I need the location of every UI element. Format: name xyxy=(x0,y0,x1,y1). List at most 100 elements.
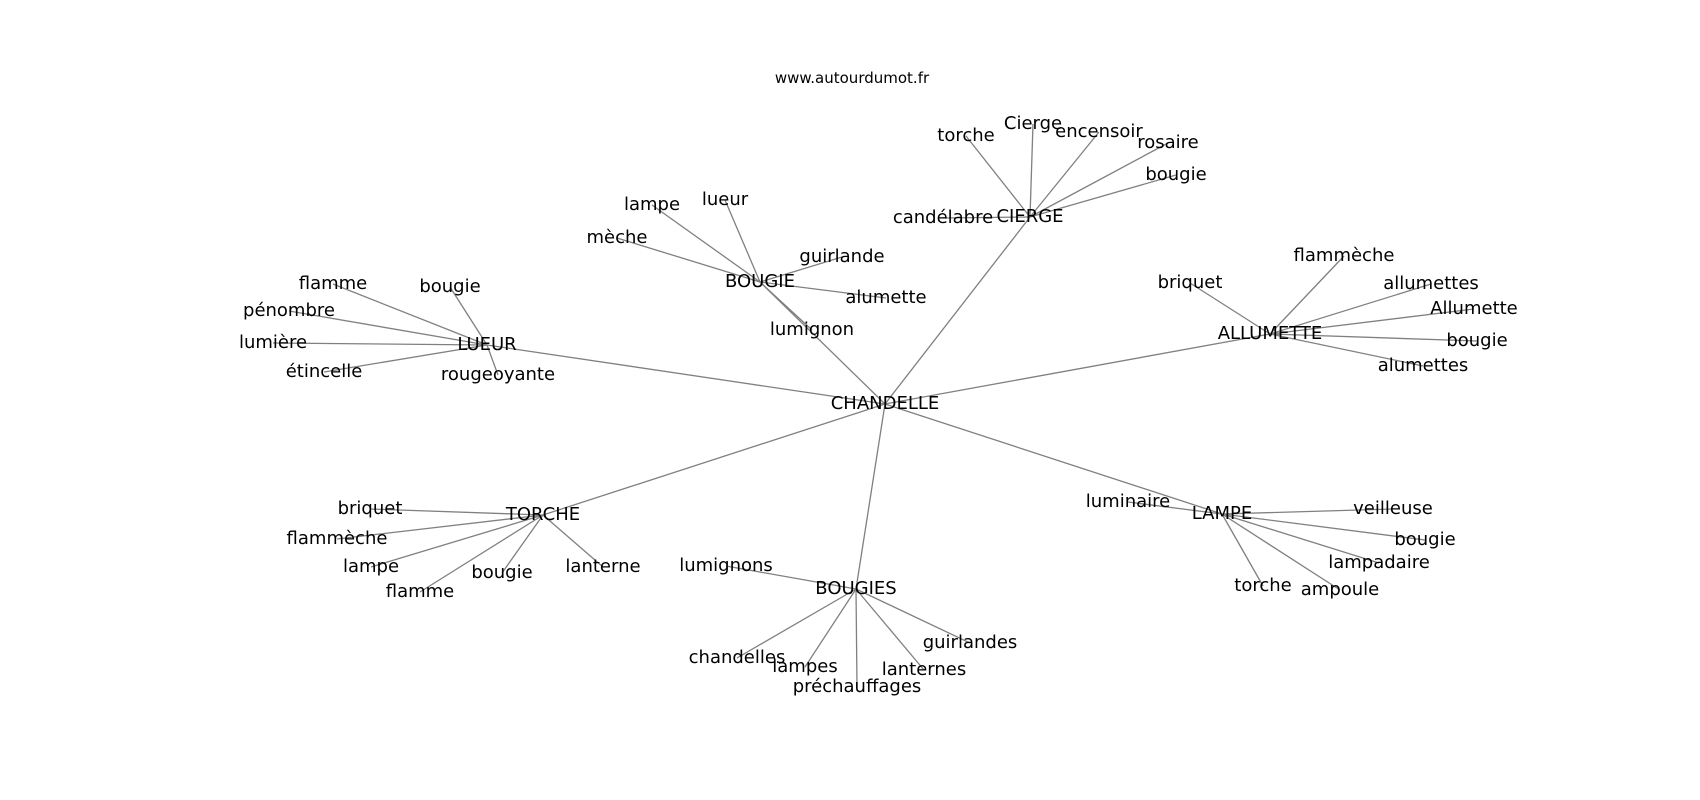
leaf-node: rougeoyante xyxy=(441,364,555,385)
leaf-node: briquet xyxy=(1158,272,1223,293)
edge-lueur-leaf xyxy=(288,310,488,346)
edge-bougies-leaf xyxy=(725,565,857,590)
leaf-node: flamme xyxy=(299,273,368,294)
edge-cierge-leaf xyxy=(1029,174,1177,218)
edge-center-to-allumette xyxy=(884,333,1271,405)
leaf-node: encensoir xyxy=(1055,121,1143,142)
edge-cierge-leaf xyxy=(965,135,1031,218)
leaf-node: guirlandes xyxy=(923,632,1018,653)
leaf-node: lanternes xyxy=(882,659,967,680)
hub-node: ALLUMETTE xyxy=(1218,323,1323,344)
leaf-node: bougie xyxy=(419,276,480,297)
edge-torche-leaf xyxy=(419,514,544,593)
edge-bougie-leaf xyxy=(724,199,761,283)
leaf-node: lampe xyxy=(343,556,399,577)
leaf-node: lanterne xyxy=(565,556,640,577)
edge-lampe-leaf xyxy=(1221,513,1426,541)
edge-bougie-leaf xyxy=(759,281,813,331)
leaf-node: lumignons xyxy=(679,555,773,576)
edge-bougie-leaf xyxy=(759,256,843,283)
edge-torche-leaf xyxy=(370,514,544,568)
graph-labels: CHANDELLE BOUGIE lampe lueur mèche guirlande a… xyxy=(239,113,1518,697)
edge-bougies-leaf xyxy=(804,588,857,668)
leaf-node: lumignon xyxy=(770,319,854,340)
leaf-node: bougie xyxy=(471,562,532,583)
edge-allumette-leaf xyxy=(1269,333,1478,342)
leaf-node: lampadaire xyxy=(1328,552,1430,573)
hub-node: LAMPE xyxy=(1192,503,1253,524)
leaf-node: torche xyxy=(937,125,994,146)
leaf-node: bougie xyxy=(1446,330,1507,351)
leaf-node: bougie xyxy=(1145,164,1206,185)
edge-bougies-leaf xyxy=(855,588,971,644)
edge-center-to-lueur xyxy=(486,344,886,405)
edge-allumette-leaf xyxy=(1269,333,1424,367)
edge-center-to-cierge xyxy=(884,216,1031,405)
edge-cierge-leaf xyxy=(1029,131,1100,218)
leaf-node: préchauffages xyxy=(793,676,922,697)
leaf-node: alumette xyxy=(845,287,926,308)
leaf-node: bougie xyxy=(1394,529,1455,550)
edge-center-to-lampe xyxy=(884,403,1223,515)
leaf-node: Cierge xyxy=(1004,113,1062,134)
edge-bougie-leaf xyxy=(616,237,761,283)
source-url: www.autourdumot.fr xyxy=(775,69,930,87)
leaf-node: flamme xyxy=(386,581,455,602)
edge-torche-leaf xyxy=(501,514,544,574)
leaf-node: allumettes xyxy=(1383,273,1479,294)
edge-center-to-bougie xyxy=(759,281,886,405)
edge-cierge-leaf xyxy=(942,216,1031,219)
edge-lueur-leaf xyxy=(323,344,488,373)
leaf-node: étincelle xyxy=(286,361,363,382)
leaf-node: ampoule xyxy=(1301,579,1380,600)
edge-lampe-leaf xyxy=(1221,513,1264,587)
edge-allumette-leaf xyxy=(1269,255,1345,335)
edge-torche-leaf xyxy=(369,508,544,516)
edge-torche-leaf xyxy=(336,514,544,540)
edge-lampe-leaf xyxy=(1221,513,1380,564)
leaf-node: luminaire xyxy=(1086,491,1170,512)
leaf-node: rosaire xyxy=(1137,132,1199,153)
leaf-node: lueur xyxy=(702,189,749,210)
edge-lueur-leaf xyxy=(272,342,488,346)
edge-bougies-leaf xyxy=(855,588,858,688)
leaf-node: chandelles xyxy=(689,647,786,668)
edge-cierge-leaf xyxy=(1029,142,1169,218)
center-node: CHANDELLE xyxy=(831,393,940,414)
leaf-node: pénombre xyxy=(243,300,335,321)
edge-allumette-leaf xyxy=(1269,283,1432,335)
leaf-node: candélabre xyxy=(893,207,993,228)
hub-node: LUEUR xyxy=(457,334,516,355)
edge-lueur-leaf xyxy=(486,344,499,376)
leaf-node: guirlande xyxy=(799,246,884,267)
leaf-node: flammèche xyxy=(287,528,388,549)
leaf-node: torche xyxy=(1234,575,1291,596)
leaf-node: briquet xyxy=(338,498,403,519)
leaf-node: alumettes xyxy=(1378,355,1469,376)
hub-node: BOUGIE xyxy=(725,271,795,292)
edge-lampe-leaf xyxy=(1221,513,1341,591)
leaf-node: lumière xyxy=(239,332,307,353)
edge-lampe-leaf xyxy=(1127,501,1223,515)
leaf-node: Allumette xyxy=(1430,298,1518,319)
edge-lueur-leaf xyxy=(332,283,488,346)
edge-lueur-leaf xyxy=(449,286,488,346)
leaf-node: mèche xyxy=(587,227,648,248)
leaf-node: flammèche xyxy=(1294,245,1395,266)
leaf-node: veilleuse xyxy=(1353,498,1433,519)
leaf-node: lampe xyxy=(624,194,680,215)
edge-bougies-leaf xyxy=(855,588,925,671)
leaf-node: lampes xyxy=(772,656,837,677)
edge-bougie-leaf xyxy=(759,281,887,299)
graph-edges xyxy=(272,123,1478,688)
edge-bougie-leaf xyxy=(651,204,761,283)
edge-center-to-bougies xyxy=(855,403,886,590)
edge-bougies-leaf xyxy=(736,588,857,659)
edge-torche-leaf xyxy=(542,514,604,568)
hub-node: BOUGIES xyxy=(815,578,896,599)
edge-center-to-torche xyxy=(542,403,886,516)
edge-allumette-leaf xyxy=(1189,282,1271,335)
edge-lampe-leaf xyxy=(1221,508,1394,515)
edge-allumette-leaf xyxy=(1269,308,1475,335)
